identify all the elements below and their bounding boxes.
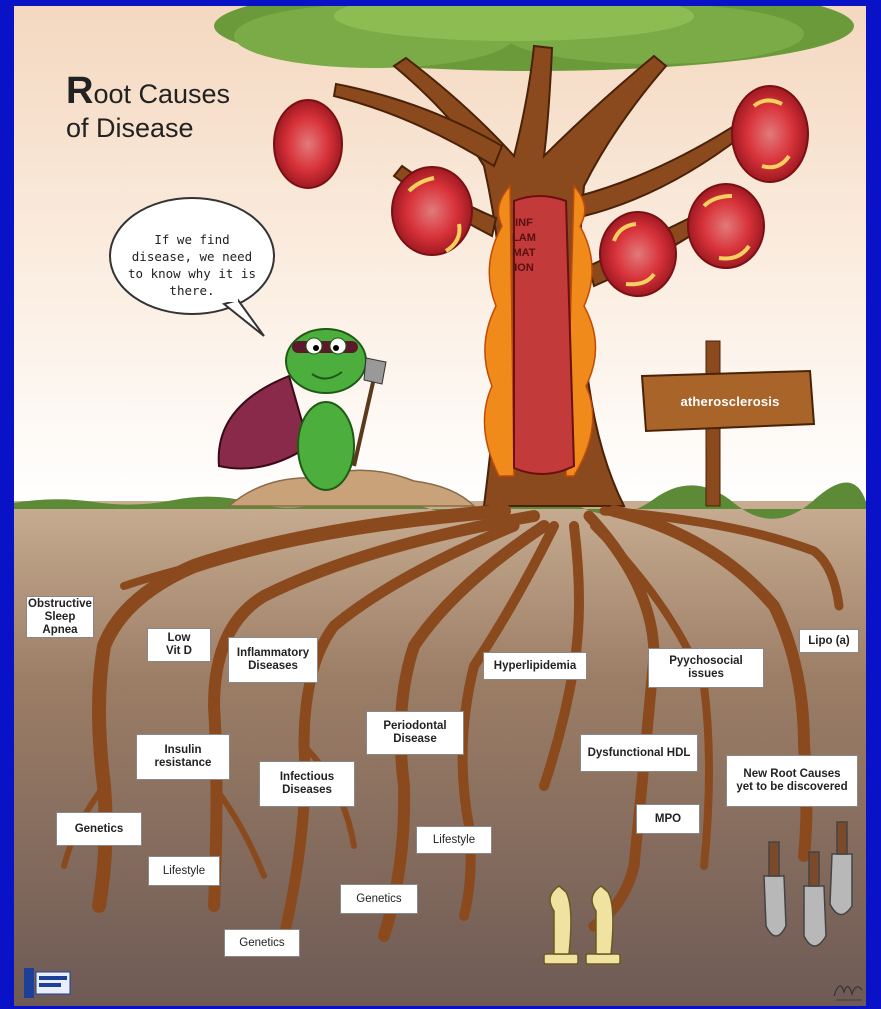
page-title: Root Causes of Disease [66, 74, 230, 145]
logo-mark [24, 968, 72, 998]
label-dysfunctional-hdl: Dysfunctional HDL [580, 734, 698, 772]
signature-mark [832, 974, 866, 1004]
title-line-1: oot Causes [93, 79, 230, 109]
label-obstructive-sleep-apnea: Obstructive Sleep Apnea [26, 596, 94, 638]
publisher-logo [24, 968, 72, 998]
inflammation-label: INFLAMMATION [512, 216, 536, 276]
label-genetics-middle: Genetics [340, 884, 418, 914]
label-hyperlipidemia: Hyperlipidemia [483, 652, 587, 680]
label-inflammatory-diseases: Inflammatory Diseases [228, 637, 318, 683]
scene-graphic [14, 6, 866, 1006]
label-mpo: MPO [636, 804, 700, 834]
speech-bubble-text: If we find disease, we need to know why … [122, 231, 262, 299]
label-new-root-causes: New Root Causes yet to be discovered [726, 755, 858, 807]
label-genetics-bottom: Genetics [224, 929, 300, 957]
label-psychosocial-issues: Pyychosocial issues [648, 648, 764, 688]
label-lifestyle-left: Lifestyle [148, 856, 220, 886]
title-line-2: of Disease [66, 111, 230, 145]
label-low-vit-d: Low Vit D [147, 628, 211, 662]
label-periodontal-disease: Periodontal Disease [366, 711, 464, 755]
label-lifestyle-middle: Lifestyle [416, 826, 492, 854]
illustration: Root Causes of Disease If we find diseas… [14, 6, 866, 1006]
cell-1 [274, 100, 342, 188]
sign-label: atherosclerosis [650, 394, 810, 409]
title-initial: R [66, 70, 93, 112]
label-infectious-diseases: Infectious Diseases [259, 761, 355, 807]
label-lipo-a: Lipo (a) [799, 629, 859, 653]
label-insulin-resistance: Insulin resistance [136, 734, 230, 780]
label-genetics-left: Genetics [56, 812, 142, 846]
